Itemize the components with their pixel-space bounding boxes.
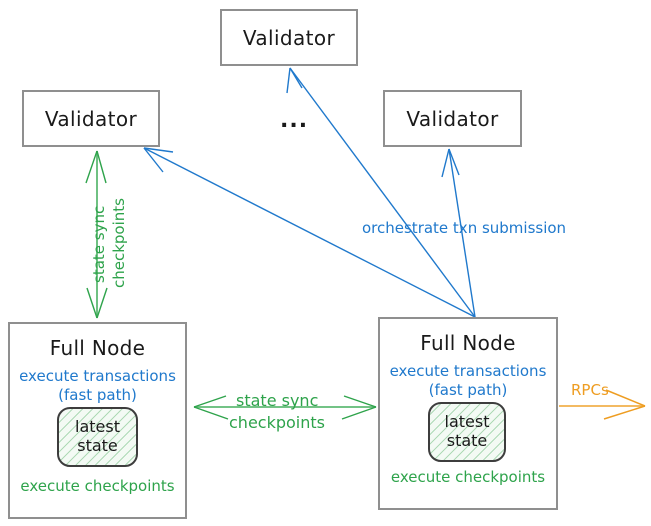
- full-node-right-title: Full Node: [420, 331, 516, 355]
- full-node-right-execute-checkpoints: execute checkpoints: [390, 468, 546, 486]
- validator-right-label: Validator: [406, 106, 499, 131]
- label-orchestrate-txn-submission: orchestrate txn submission: [362, 219, 567, 237]
- latest-state-right-line2: state: [446, 431, 488, 450]
- label-rpcs: RPCs: [571, 381, 609, 399]
- full-node-right-execute-transactions-line1: execute transactions: [389, 362, 547, 380]
- full-node-left-execute-checkpoints: execute checkpoints: [20, 477, 175, 495]
- label-state-sync-horizontal-line1: state sync: [236, 391, 319, 410]
- full-node-left-execute-transactions-line1: execute transactions: [19, 367, 176, 385]
- full-node-left-title: Full Node: [49, 336, 146, 360]
- validator-box-right[interactable]: Validator: [383, 90, 522, 147]
- latest-state-right-line1: latest: [444, 412, 490, 432]
- latest-state-left-line2: state: [77, 436, 118, 455]
- latest-state-left-line1: latest: [75, 417, 120, 437]
- label-state-sync-horizontal-line2: checkpoints: [229, 413, 325, 432]
- validator-box-left[interactable]: Validator: [22, 90, 160, 147]
- full-node-left-execute-transactions-line2: (fast path): [58, 386, 137, 405]
- latest-state-box-right: latest state: [428, 402, 506, 462]
- label-state-sync-vertical-line1: state sync: [90, 205, 108, 283]
- validator-top-label: Validator: [242, 25, 336, 50]
- validator-box-top[interactable]: Validator: [220, 9, 358, 66]
- validator-left-label: Validator: [44, 106, 138, 131]
- full-node-box-right[interactable]: Full Node execute transactions (fast pat…: [378, 317, 558, 510]
- label-state-sync-vertical-line2: checkpoints: [110, 198, 128, 288]
- latest-state-box-left: latest state: [57, 407, 138, 467]
- ellipsis-more-validators: ...: [280, 108, 309, 133]
- full-node-right-execute-transactions-line2: (fast path): [428, 381, 508, 400]
